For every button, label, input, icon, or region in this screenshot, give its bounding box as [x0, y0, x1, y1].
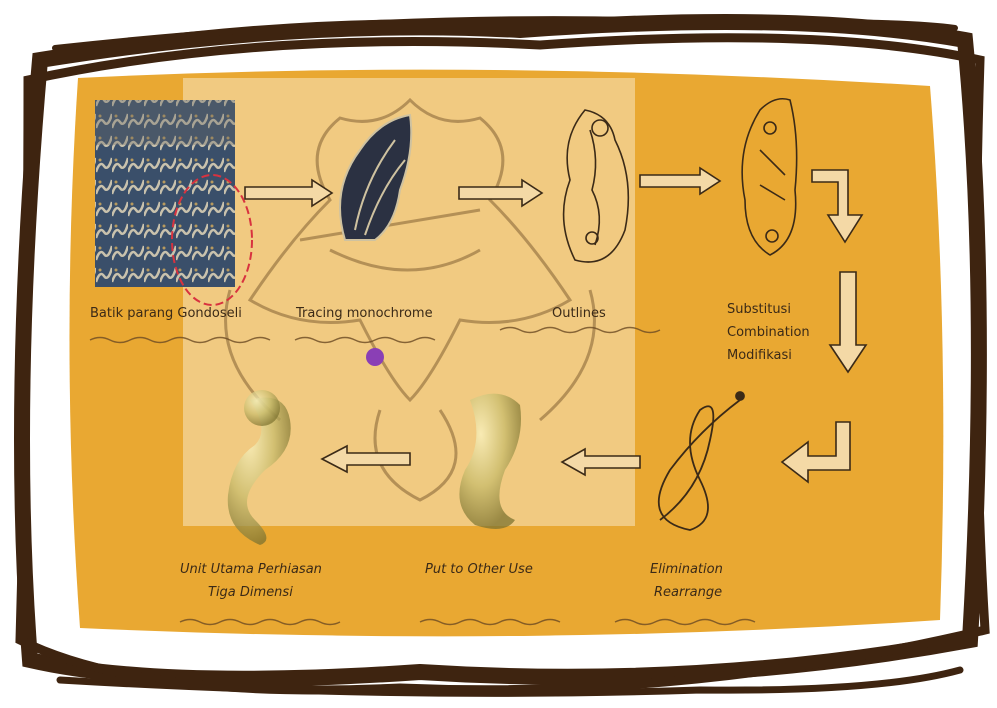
- step-label-tiga-dimensi: Tiga Dimensi: [208, 585, 293, 600]
- batik-photo-icon: [95, 100, 252, 305]
- step-label-batik: Batik parang Gondoseli: [90, 306, 242, 321]
- step-label-outlines: Outlines: [552, 306, 606, 321]
- step-label-rearrange: Rearrange: [654, 585, 722, 600]
- step-label-combination: Combination: [727, 325, 810, 340]
- step-label-tracing: Tracing monochrome: [296, 306, 433, 321]
- step-label-modifikasi: Modifikasi: [727, 348, 792, 363]
- step-label-unit-utama: Unit Utama Perhiasan: [180, 562, 322, 577]
- step-label-elimination: Elimination: [650, 562, 723, 577]
- step-label-put-to-other-use: Put to Other Use: [425, 562, 533, 577]
- step-label-substitusi: Substitusi: [727, 302, 791, 317]
